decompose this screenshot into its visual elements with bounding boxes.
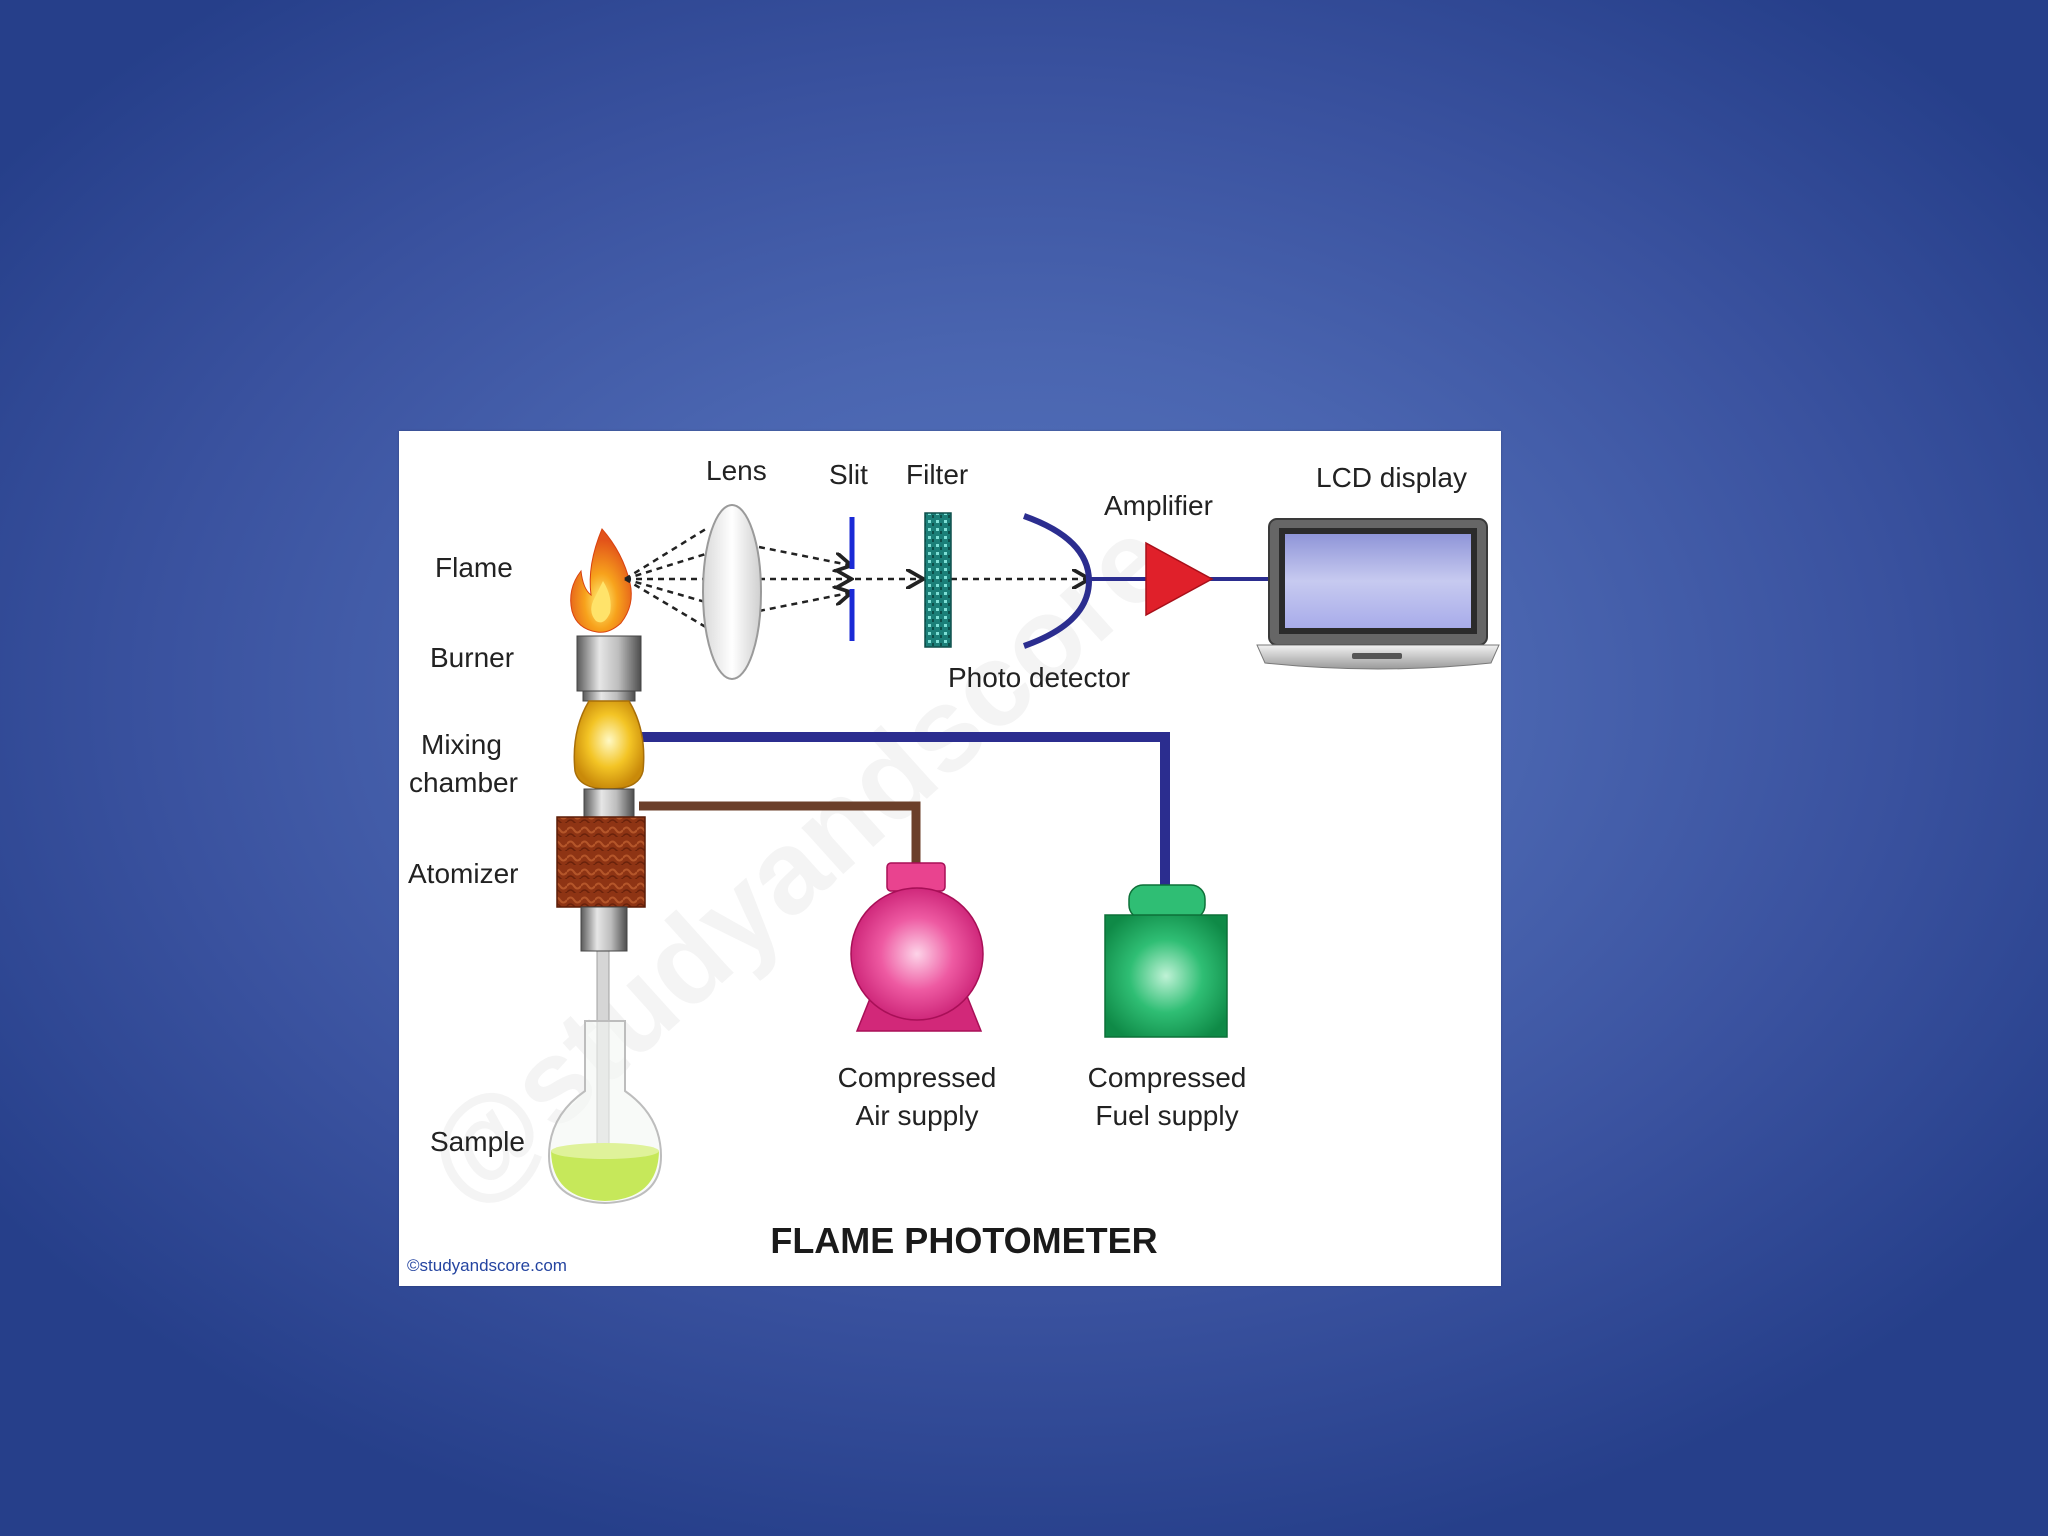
fuel-supply-line xyxy=(639,732,1170,886)
flame-photometer-diagram: @studyandscore xyxy=(399,431,1501,1286)
lcd-display xyxy=(1256,518,1500,670)
label-filter: Filter xyxy=(906,459,968,490)
compressed-air-pump xyxy=(850,862,984,1032)
label-air-supply-line1: Compressed xyxy=(838,1062,997,1093)
label-atomizer: Atomizer xyxy=(408,858,518,889)
label-lens: Lens xyxy=(706,455,767,486)
label-mixing-chamber-line2: chamber xyxy=(409,767,518,798)
label-lcd-display: LCD display xyxy=(1316,462,1467,493)
burner xyxy=(576,635,642,692)
label-slit: Slit xyxy=(829,459,868,490)
compressed-fuel-tank xyxy=(1104,884,1228,1038)
label-fuel-supply-line2: Fuel supply xyxy=(1095,1100,1238,1131)
diagram-title: FLAME PHOTOMETER xyxy=(770,1220,1157,1261)
label-amplifier: Amplifier xyxy=(1104,490,1213,521)
label-air-supply-line2: Air supply xyxy=(856,1100,979,1131)
label-sample: Sample xyxy=(430,1126,525,1157)
sample-flask xyxy=(547,1020,663,1205)
label-flame: Flame xyxy=(435,552,513,583)
lens xyxy=(702,504,762,680)
label-fuel-supply-line1: Compressed xyxy=(1088,1062,1247,1093)
air-supply-line xyxy=(639,801,921,866)
label-burner: Burner xyxy=(430,642,514,673)
credit-text: ©studyandscore.com xyxy=(407,1256,567,1275)
label-photo-detector: Photo detector xyxy=(948,662,1130,693)
label-mixing-chamber-line1: Mixing xyxy=(421,729,502,760)
amplifier xyxy=(1145,541,1214,617)
mixing-chamber xyxy=(573,700,645,790)
filter xyxy=(924,512,952,648)
flame xyxy=(570,528,632,633)
light-rays xyxy=(624,525,1087,631)
atomizer xyxy=(556,816,646,908)
